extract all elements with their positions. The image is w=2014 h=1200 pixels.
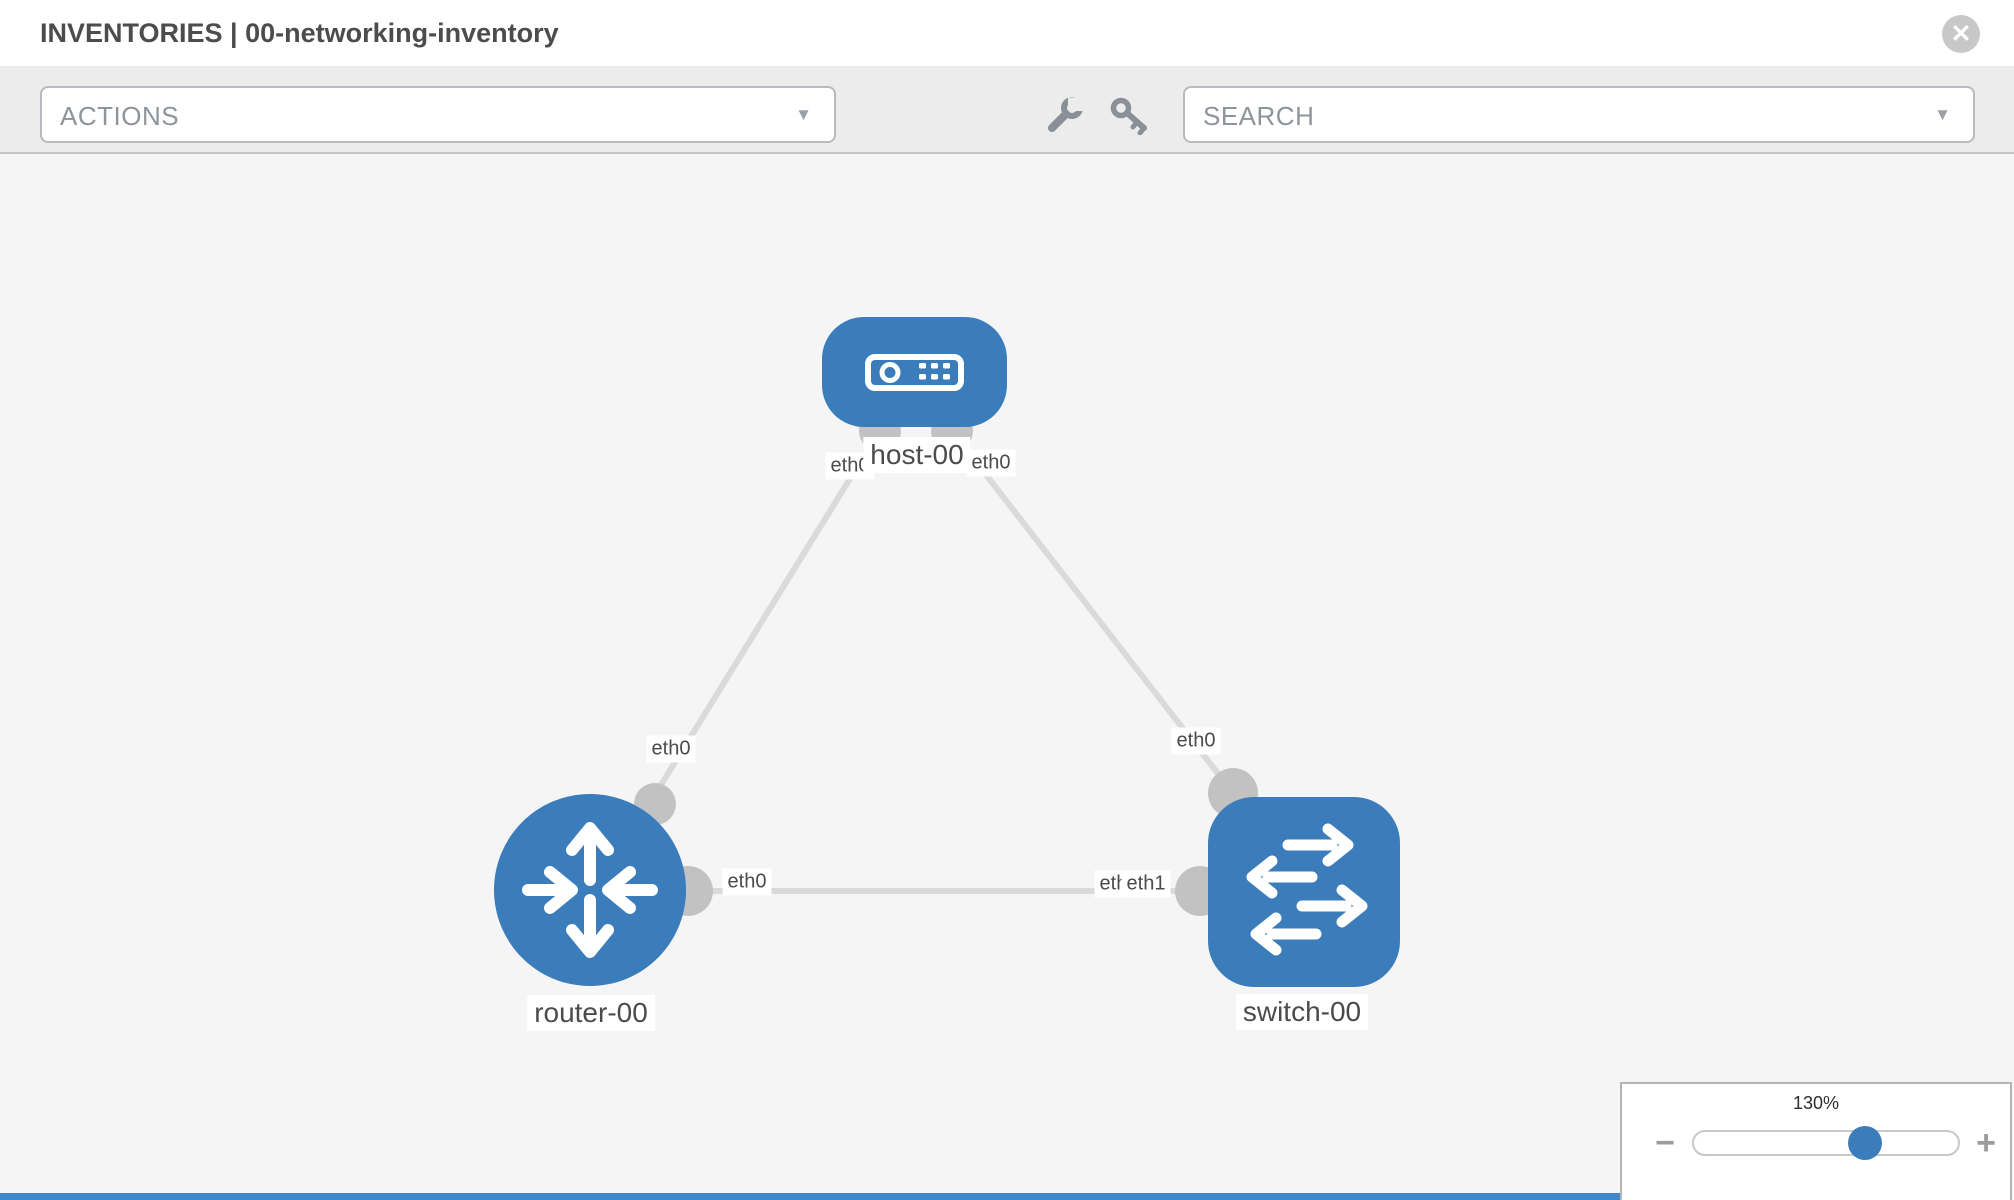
interface-label: eth0 [966, 449, 1016, 477]
switch-icon [1246, 823, 1368, 956]
search-dropdown-label: SEARCH [1203, 101, 1315, 131]
header: INVENTORIES | 00-networking-inventory ✕ [0, 0, 2014, 66]
node-host-00[interactable] [822, 317, 1007, 427]
host-icon [865, 354, 964, 391]
chevron-down-icon: ▼ [1934, 105, 1951, 124]
interface-label: eth0 [722, 868, 772, 896]
zoom-slider-thumb[interactable] [1848, 1126, 1882, 1160]
actions-dropdown[interactable]: ACTIONS ▼ [40, 86, 836, 143]
node-label-host: host-00 [863, 437, 971, 473]
node-switch-00[interactable] [1208, 797, 1400, 987]
node-router-00[interactable] [494, 794, 686, 986]
key-icon [1110, 97, 1147, 136]
search-dropdown[interactable]: SEARCH ▼ [1183, 86, 1975, 143]
topology-canvas[interactable]: eth0 eth0 eth0 eth0 eth0 eth0 eth1 host-… [0, 154, 2014, 1200]
interface-label: eth0 [646, 735, 696, 763]
zoom-panel: 130% − + [1620, 1082, 2012, 1200]
configure-button[interactable] [1044, 97, 1088, 135]
zoom-level-label: 130% [1792, 1093, 1840, 1113]
chevron-down-icon: ▼ [795, 105, 812, 124]
node-label-router: router-00 [527, 995, 655, 1031]
interface-label: eth1 [1121, 870, 1171, 898]
bottom-accent-bar [0, 1193, 1620, 1200]
zoom-slider-track[interactable] [1692, 1130, 1960, 1156]
key-button[interactable] [1108, 97, 1152, 136]
link-group [645, 428, 1236, 894]
router-icon [522, 822, 658, 958]
close-icon: ✕ [1950, 20, 1972, 48]
toolbar: ACTIONS ▼ SEAR [0, 66, 2014, 154]
interface-connectors [634, 410, 1258, 916]
node-label-switch: switch-00 [1235, 994, 1369, 1030]
close-button[interactable]: ✕ [1942, 15, 1980, 53]
page-title: INVENTORIES | 00-networking-inventory [40, 18, 559, 48]
zoom-out-button[interactable]: − [1649, 1126, 1681, 1160]
interface-label: eth0 [1171, 727, 1221, 755]
zoom-in-button[interactable]: + [1970, 1126, 2002, 1160]
actions-dropdown-label: ACTIONS [60, 101, 180, 131]
wrench-icon [1048, 97, 1085, 132]
close-button-circle [1942, 15, 1980, 53]
